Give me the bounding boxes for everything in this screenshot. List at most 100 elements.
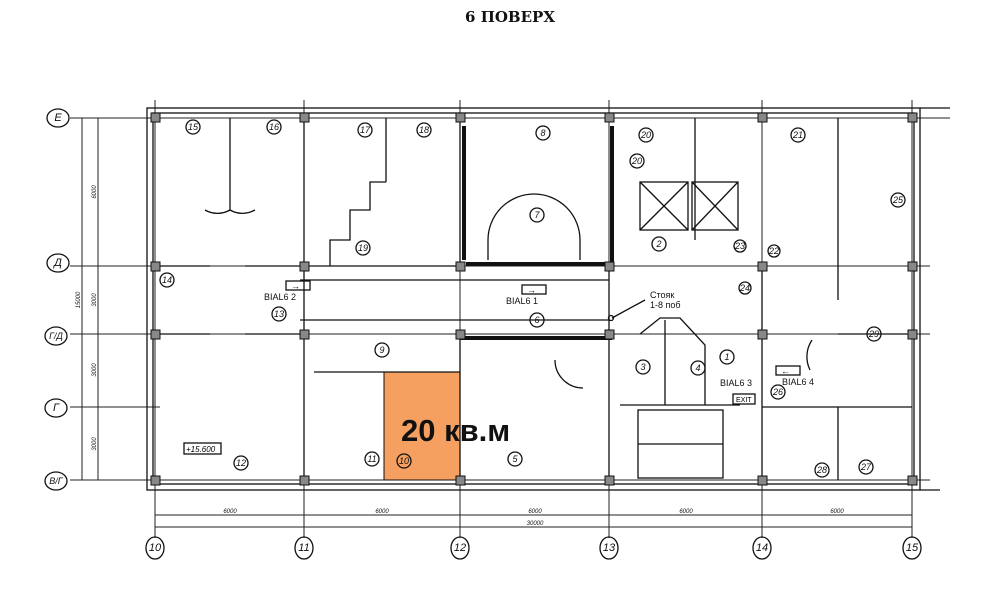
arrow-right-icon: → [527, 285, 536, 295]
room-27: 27 [858, 459, 874, 475]
axis-col-11: 11 [294, 536, 314, 560]
svg-text:27: 27 [860, 462, 872, 472]
room-22: 22 [767, 244, 781, 258]
svg-text:6000: 6000 [375, 509, 389, 515]
room-3: 3 [635, 359, 651, 375]
svg-text:24: 24 [739, 283, 750, 293]
svg-text:9: 9 [379, 345, 384, 355]
svg-text:6000: 6000 [92, 185, 98, 199]
room-23: 23 [733, 239, 747, 253]
room-1: 1 [719, 349, 735, 365]
svg-text:4: 4 [695, 363, 700, 373]
svg-text:6000: 6000 [830, 509, 844, 515]
axis-col-14: 14 [752, 536, 772, 560]
svg-text:Г: Г [53, 402, 60, 414]
svg-text:3000: 3000 [92, 293, 98, 307]
axis-row-E: Е [46, 108, 70, 128]
room-8: 8 [535, 125, 551, 141]
axis-col-10: 10 [145, 536, 165, 560]
room-10: 10 [396, 453, 412, 469]
axis-row-VG: В/Г [44, 471, 68, 491]
outer-walls [146, 107, 950, 491]
svg-text:15: 15 [906, 542, 919, 554]
svg-text:3: 3 [640, 362, 645, 372]
room-19: 19 [355, 240, 371, 256]
arrow-left-icon: ← [781, 366, 790, 376]
svg-text:17: 17 [360, 125, 371, 135]
svg-text:10: 10 [399, 456, 409, 466]
svg-text:6000: 6000 [679, 509, 693, 515]
svg-text:3000: 3000 [92, 437, 98, 451]
axis-row-GD: Г/Д [44, 326, 68, 346]
svg-text:12: 12 [454, 542, 466, 554]
svg-text:1: 1 [724, 352, 729, 362]
room-15: 15 [185, 119, 201, 135]
svg-text:В/Г: В/Г [49, 476, 64, 486]
svg-text:14: 14 [162, 275, 172, 285]
svg-text:6: 6 [534, 315, 539, 325]
exit-sign: EXIT [736, 397, 752, 404]
bial62-label: BIAL6 2 [264, 292, 296, 302]
room-12: 12 [233, 455, 249, 471]
room-28: 28 [814, 462, 830, 478]
room-26: 26 [770, 384, 786, 400]
svg-text:30000: 30000 [527, 521, 544, 527]
svg-text:23: 23 [734, 241, 745, 251]
svg-text:28: 28 [816, 465, 827, 475]
room-4: 4 [690, 360, 706, 376]
svg-text:5: 5 [512, 454, 518, 464]
svg-text:8: 8 [540, 128, 545, 138]
svg-text:6000: 6000 [528, 509, 542, 515]
svg-text:25: 25 [892, 195, 904, 205]
svg-text:Е: Е [54, 112, 62, 124]
svg-text:3000: 3000 [92, 363, 98, 377]
room-29a: 29 [866, 326, 882, 342]
room-25: 25 [890, 192, 906, 208]
svg-text:16: 16 [269, 122, 279, 132]
axis-col-12: 12 [450, 536, 470, 560]
svg-text:18: 18 [419, 125, 429, 135]
svg-text:26: 26 [772, 387, 783, 397]
interior-walls [155, 118, 912, 480]
svg-text:11: 11 [367, 454, 376, 464]
room-6: 6 [529, 312, 545, 328]
svg-text:21: 21 [792, 130, 803, 140]
floor-title: 6 ПОВЕРХ [465, 8, 555, 26]
svg-text:Г/Д: Г/Д [49, 331, 63, 341]
room-21: 21 [790, 127, 806, 143]
svg-text:6000: 6000 [223, 509, 237, 515]
room-20a: 20 [638, 127, 654, 143]
riser-floors-label: 1-8 поб [650, 300, 681, 310]
structural-columns [150, 112, 918, 486]
room-13: 13 [271, 306, 287, 322]
elevation-mark: +15.600 [186, 445, 216, 454]
room-2: 2 [651, 236, 667, 252]
svg-text:15000: 15000 [76, 291, 82, 308]
svg-text:12: 12 [236, 458, 246, 468]
axis-col-13: 13 [599, 536, 619, 560]
svg-text:2: 2 [655, 239, 661, 249]
room-numbers: 15 16 17 18 8 20 20 21 25 7 19 2 23 22 2… [159, 119, 906, 478]
dimensions: 6000 6000 6000 6000 6000 30000 6000 3000… [76, 185, 844, 527]
room-20b: 20 [629, 153, 645, 169]
svg-text:11: 11 [298, 542, 309, 554]
axis-markers: Е Д Г/Д Г В/Г 10 11 12 13 14 15 [44, 108, 922, 560]
svg-text:15: 15 [188, 122, 199, 132]
arrow-right-icon: → [291, 281, 300, 291]
room-9: 9 [374, 342, 390, 358]
svg-text:20: 20 [640, 130, 651, 140]
svg-text:20: 20 [631, 156, 642, 166]
annotations: → BIAL6 2 → BIAL6 1 Стояк 1-8 поб BIAL6 … [183, 280, 814, 455]
svg-text:19: 19 [358, 243, 368, 253]
area-label: 20 кв.м [401, 413, 510, 448]
room-16: 16 [266, 119, 282, 135]
bial61-label: BIAL6 1 [506, 296, 538, 306]
room-5: 5 [507, 451, 523, 467]
svg-text:29: 29 [868, 329, 879, 339]
svg-text:14: 14 [756, 542, 768, 554]
svg-text:7: 7 [534, 210, 540, 220]
svg-text:13: 13 [603, 542, 616, 554]
axis-row-G: Г [44, 398, 68, 418]
svg-text:13: 13 [274, 309, 284, 319]
